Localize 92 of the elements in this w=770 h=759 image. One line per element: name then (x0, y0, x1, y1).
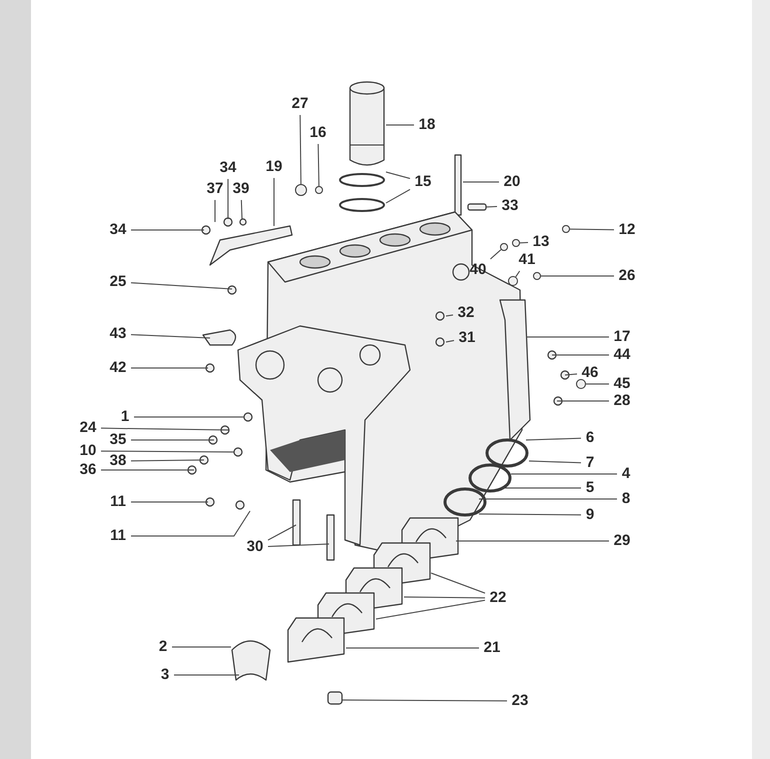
leader-line (526, 336, 610, 338)
leader-line (490, 249, 502, 260)
callout-number: 39 (231, 180, 251, 198)
callout-number: 30 (245, 538, 265, 556)
callout-number: 43 (108, 325, 128, 343)
leader-line (552, 354, 610, 356)
callout-number: 38 (108, 452, 128, 470)
leader-line (130, 334, 210, 338)
callout-number: 18 (417, 116, 437, 134)
leader-line (520, 242, 528, 244)
callout-number: 8 (620, 490, 632, 508)
leader-line (404, 596, 486, 598)
callout-number: 16 (308, 124, 328, 142)
callout-number: 28 (612, 392, 632, 410)
callout-number: 41 (517, 251, 537, 269)
leader-line (430, 572, 486, 594)
round-part (500, 243, 508, 251)
round-part (576, 379, 586, 389)
leader-line (100, 450, 234, 452)
callout-number: 26 (617, 267, 637, 285)
leader-line (268, 544, 330, 547)
round-part (315, 186, 323, 194)
round-part (512, 239, 520, 247)
leader-line (172, 646, 232, 648)
callout-number: 33 (500, 197, 520, 215)
leader-line (100, 428, 230, 430)
callout-number: 44 (612, 346, 632, 364)
callout-number: 11 (108, 493, 128, 511)
leader-line (446, 314, 454, 316)
leader-line (318, 144, 320, 186)
leader-line (268, 524, 296, 541)
leader-line (300, 114, 302, 184)
callout-number: 29 (612, 532, 632, 550)
round-part (562, 225, 570, 233)
callout-number: 12 (617, 221, 637, 239)
callout-number: 37 (205, 180, 225, 198)
leader-line (130, 510, 250, 536)
callout-number: 45 (612, 375, 632, 393)
callout-number: 2 (157, 638, 169, 656)
callout-number: 13 (531, 233, 551, 251)
callout-number: 32 (456, 304, 476, 322)
leader-line (130, 282, 232, 290)
leader-line (486, 206, 498, 208)
callout-number: 25 (108, 273, 128, 291)
callout-number: 15 (413, 173, 433, 191)
round-part (533, 272, 541, 280)
callout-number: 20 (502, 173, 522, 191)
leader-line (456, 540, 610, 542)
callout-number: 35 (108, 431, 128, 449)
leader-line (528, 460, 582, 464)
callout-number: 17 (612, 328, 632, 346)
leader-line (478, 498, 618, 500)
leader-line (130, 460, 204, 462)
leader-line (570, 228, 614, 230)
callout-number: 6 (584, 429, 596, 447)
round-part (295, 184, 307, 196)
leader-line (386, 172, 410, 179)
callout-number: 24 (78, 419, 98, 437)
callout-number: 42 (108, 359, 128, 377)
callout-number: 36 (78, 461, 98, 479)
callout-number: 31 (457, 329, 477, 347)
leader-line (386, 124, 414, 126)
leader-line (134, 416, 244, 418)
callout-number: 5 (584, 479, 596, 497)
callout-number: 10 (78, 442, 98, 460)
leader-line (556, 400, 610, 402)
leader-line (564, 374, 578, 376)
callout-number: 19 (264, 158, 284, 176)
callout-number: 23 (510, 692, 530, 710)
leader-line (386, 188, 410, 204)
leader-line (515, 270, 520, 278)
callout-number: 27 (290, 95, 310, 113)
callout-number: 3 (159, 666, 171, 684)
leader-line (342, 700, 508, 702)
callout-number: 34 (218, 159, 238, 177)
callout-number: 4 (620, 465, 632, 483)
callout-number: 7 (584, 454, 596, 472)
callout-number: 11 (108, 527, 128, 545)
callout-number: 34 (108, 221, 128, 239)
callout-number: 22 (488, 589, 508, 607)
leader-line (214, 200, 216, 222)
leader-line (526, 438, 582, 440)
round-part (508, 276, 518, 286)
leader-line (376, 600, 486, 620)
leader-line (446, 340, 454, 342)
callout-number: 9 (584, 506, 596, 524)
callout-number: 1 (119, 408, 131, 426)
callout-number: 21 (482, 639, 502, 657)
leader-line (478, 514, 582, 516)
leader-line (174, 674, 240, 676)
leader-line (240, 200, 242, 220)
callout-number: 46 (580, 364, 600, 382)
